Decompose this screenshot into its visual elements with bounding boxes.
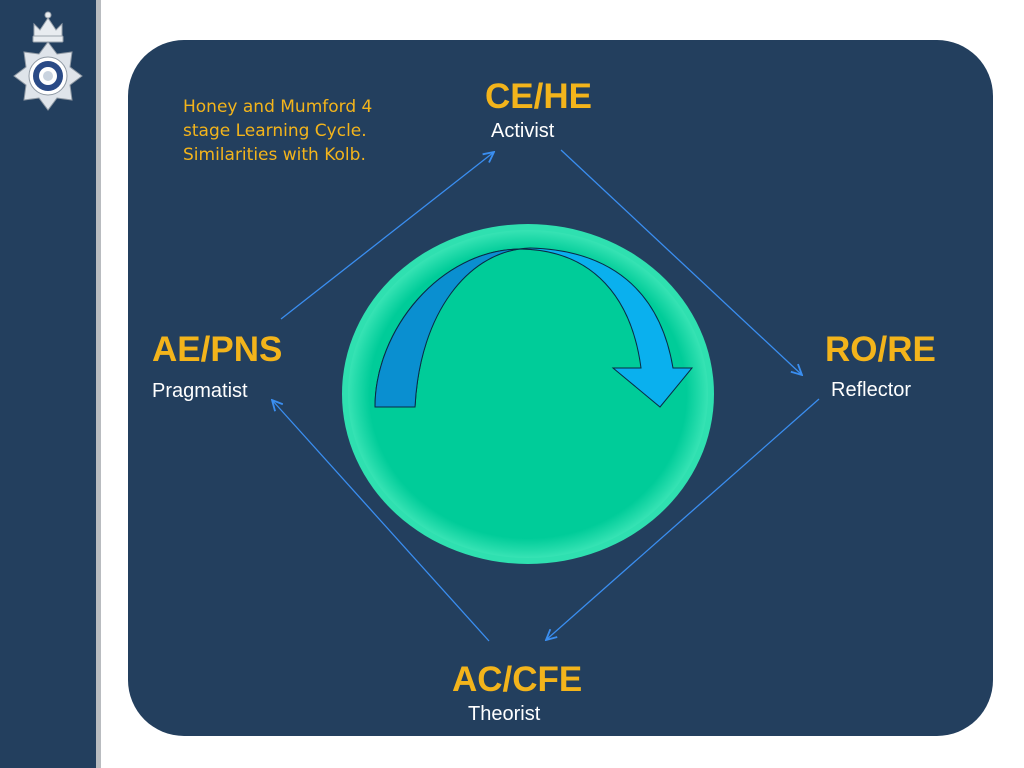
learning-cycle-note: Honey and Mumford 4 stage Learning Cycle… — [183, 95, 433, 167]
stage-code-left: AE/PNS — [152, 330, 283, 369]
stage-role-reflector: Reflector — [831, 379, 912, 401]
stage-role-activist: Activist — [491, 120, 555, 142]
note-line: Similarities with Kolb. — [183, 145, 366, 165]
connector-theorist-to-pragmatist — [272, 400, 490, 642]
stage-code-top: CE/HE — [485, 77, 592, 116]
stage-code-right: RO/RE — [825, 330, 936, 369]
note-line: stage Learning Cycle. — [183, 121, 367, 141]
connector-pragmatist-to-activist — [280, 152, 494, 320]
left-sidebar-band — [0, 0, 96, 768]
sidebar-edge-stripe — [96, 0, 101, 768]
stage-role-theorist: Theorist — [468, 703, 541, 725]
connector-reflector-to-theorist — [546, 398, 820, 640]
stage-code-bottom: AC/CFE — [452, 660, 583, 699]
stage-role-pragmatist: Pragmatist — [152, 380, 248, 402]
police-crest-icon — [13, 11, 83, 111]
connector-activist-to-reflector — [560, 149, 802, 375]
note-line: Honey and Mumford 4 — [183, 97, 373, 117]
